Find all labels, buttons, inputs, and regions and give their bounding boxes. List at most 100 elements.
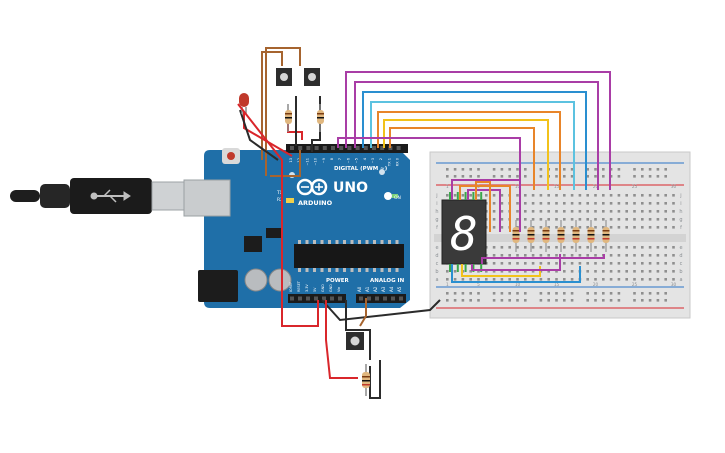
rail-hole[interactable] xyxy=(555,175,558,178)
breadboard-hole[interactable] xyxy=(516,210,519,213)
breadboard-hole[interactable] xyxy=(453,270,457,273)
breadboard-hole[interactable] xyxy=(633,270,636,273)
rail-hole[interactable] xyxy=(602,292,605,295)
rail-hole[interactable] xyxy=(563,175,566,178)
breadboard-hole[interactable] xyxy=(500,202,504,205)
breadboard-hole[interactable] xyxy=(578,202,582,205)
breadboard-hole[interactable] xyxy=(609,254,613,257)
breadboard-hole[interactable] xyxy=(492,210,496,213)
breadboard-hole[interactable] xyxy=(648,218,652,221)
breadboard-hole[interactable] xyxy=(609,202,613,205)
breadboard-hole[interactable] xyxy=(524,262,527,265)
breadboard-hole[interactable] xyxy=(609,210,613,213)
breadboard-hole[interactable] xyxy=(508,270,511,273)
rail-hole[interactable] xyxy=(563,168,566,171)
breadboard-hole[interactable] xyxy=(500,210,504,213)
breadboard-hole[interactable] xyxy=(524,226,527,229)
digital-pin-hole[interactable] xyxy=(355,146,360,150)
breadboard-hole[interactable] xyxy=(617,218,621,221)
breadboard-hole[interactable] xyxy=(633,254,636,257)
rail-hole[interactable] xyxy=(524,299,527,302)
rail-hole[interactable] xyxy=(617,299,621,302)
rail-hole[interactable] xyxy=(539,299,543,302)
breadboard-hole[interactable] xyxy=(586,202,589,205)
rail-hole[interactable] xyxy=(570,299,574,302)
push-button-3[interactable] xyxy=(346,332,364,350)
rail-hole[interactable] xyxy=(446,175,449,178)
rail-hole[interactable] xyxy=(477,175,480,178)
breadboard-hole[interactable] xyxy=(555,194,558,197)
analog-pin-hole[interactable] xyxy=(367,296,371,301)
rail-hole[interactable] xyxy=(555,168,558,171)
rail-hole[interactable] xyxy=(492,175,496,178)
breadboard-hole[interactable] xyxy=(516,202,519,205)
breadboard-hole[interactable] xyxy=(531,254,535,257)
breadboard-hole[interactable] xyxy=(547,254,550,257)
breadboard-hole[interactable] xyxy=(492,226,496,229)
breadboard-hole[interactable] xyxy=(586,246,589,249)
breadboard-hole[interactable] xyxy=(500,262,504,265)
rail-hole[interactable] xyxy=(516,168,519,171)
breadboard-hole[interactable] xyxy=(625,202,628,205)
rail-hole[interactable] xyxy=(656,292,660,295)
breadboard-hole[interactable] xyxy=(602,226,605,229)
breadboard-hole[interactable] xyxy=(508,262,511,265)
breadboard-hole[interactable] xyxy=(531,194,535,197)
breadboard-hole[interactable] xyxy=(648,254,652,257)
breadboard-hole[interactable] xyxy=(656,262,660,265)
breadboard-hole[interactable] xyxy=(461,278,465,281)
breadboard-hole[interactable] xyxy=(547,262,550,265)
breadboard-hole[interactable] xyxy=(641,262,644,265)
breadboard-hole[interactable] xyxy=(547,210,550,213)
rail-hole[interactable] xyxy=(477,299,480,302)
breadboard-hole[interactable] xyxy=(586,226,589,229)
breadboard-hole[interactable] xyxy=(672,218,675,221)
rail-hole[interactable] xyxy=(586,299,589,302)
rail-hole[interactable] xyxy=(469,292,472,295)
breadboard-hole[interactable] xyxy=(656,226,660,229)
power-pin-hole[interactable] xyxy=(306,296,310,301)
rail-hole[interactable] xyxy=(461,168,465,171)
rail-hole[interactable] xyxy=(500,168,504,171)
rail-hole[interactable] xyxy=(664,292,667,295)
breadboard-hole[interactable] xyxy=(469,278,472,281)
rail-hole[interactable] xyxy=(524,168,527,171)
breadboard-hole[interactable] xyxy=(555,210,558,213)
breadboard-hole[interactable] xyxy=(672,270,675,273)
breadboard-hole[interactable] xyxy=(594,210,597,213)
breadboard-hole[interactable] xyxy=(555,218,558,221)
digital-pin-hole[interactable] xyxy=(322,146,327,150)
rail-hole[interactable] xyxy=(570,175,574,178)
breadboard-hole[interactable] xyxy=(594,226,597,229)
rail-hole[interactable] xyxy=(539,168,543,171)
breadboard-hole[interactable] xyxy=(617,278,621,281)
power-pin-hole[interactable] xyxy=(298,296,302,301)
breadboard-hole[interactable] xyxy=(602,202,605,205)
breadboard-hole[interactable] xyxy=(492,194,496,197)
rail-hole[interactable] xyxy=(570,168,574,171)
rail-hole[interactable] xyxy=(617,292,621,295)
breadboard-hole[interactable] xyxy=(446,194,449,197)
rail-hole[interactable] xyxy=(594,299,597,302)
breadboard-hole[interactable] xyxy=(633,202,636,205)
breadboard-hole[interactable] xyxy=(531,210,535,213)
breadboard-hole[interactable] xyxy=(547,226,550,229)
power-pin-hole[interactable] xyxy=(322,296,326,301)
rail-hole[interactable] xyxy=(492,292,496,295)
rail-hole[interactable] xyxy=(586,168,589,171)
breadboard-hole[interactable] xyxy=(594,278,597,281)
rail-hole[interactable] xyxy=(641,292,644,295)
breadboard-hole[interactable] xyxy=(570,194,574,197)
rail-hole[interactable] xyxy=(446,168,449,171)
breadboard-hole[interactable] xyxy=(531,262,535,265)
rail-hole[interactable] xyxy=(664,299,667,302)
digital-pin-hole[interactable] xyxy=(396,146,401,150)
breadboard-hole[interactable] xyxy=(625,226,628,229)
breadboard-hole[interactable] xyxy=(516,218,519,221)
breadboard-hole[interactable] xyxy=(594,254,597,257)
breadboard-hole[interactable] xyxy=(625,218,628,221)
breadboard-hole[interactable] xyxy=(648,210,652,213)
power-pin-hole[interactable] xyxy=(338,296,342,301)
breadboard-hole[interactable] xyxy=(578,194,582,197)
breadboard-hole[interactable] xyxy=(586,270,589,273)
